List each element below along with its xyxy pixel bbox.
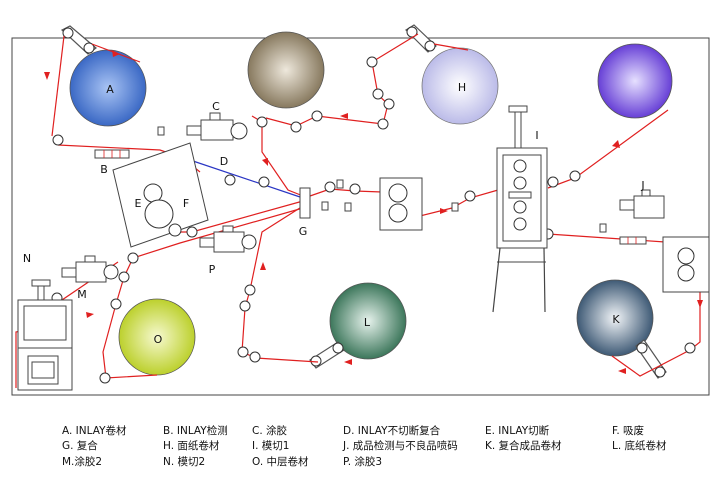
label-a: A xyxy=(106,83,114,96)
legend-item: C. 涂胶 xyxy=(252,424,288,437)
product-inspection-unit-j xyxy=(619,189,665,245)
legend-item: I. 模切1 xyxy=(252,440,289,452)
legend: A. INLAY卷材 B. INLAY检测 C. 涂胶 D. INLAY不切断复… xyxy=(62,424,667,468)
swing-arm-bottom-l xyxy=(309,341,345,369)
arrow-up-icon xyxy=(260,262,266,270)
roll-k-finished xyxy=(576,279,654,357)
roll-l-liner xyxy=(329,282,407,360)
legend-item: A. INLAY卷材 xyxy=(62,424,127,437)
swing-arm-top-left xyxy=(60,25,97,55)
arrow-left-icon xyxy=(340,113,348,119)
inlay-cutting-box xyxy=(112,142,209,248)
guide-blocks xyxy=(157,126,607,233)
label-i: I xyxy=(535,129,538,142)
machine-frame xyxy=(11,37,710,396)
arrow-left-icon xyxy=(344,359,352,365)
legend-item: M.涂胶2 xyxy=(62,455,102,468)
swing-arm-bottom-k xyxy=(635,339,667,379)
label-n: N xyxy=(23,252,31,265)
legend-item: F. 吸废 xyxy=(612,424,644,437)
flow-arrows xyxy=(44,50,703,374)
label-c: C xyxy=(212,100,220,113)
label-e: E xyxy=(135,197,142,210)
inlay-inspection-sensor xyxy=(94,149,130,159)
roll-unlabeled-brown xyxy=(247,31,325,109)
output-nip-box xyxy=(662,236,710,293)
label-k: K xyxy=(612,313,620,326)
legend-item: D. INLAY不切断复合 xyxy=(343,424,441,437)
arrow-right-icon xyxy=(86,312,94,318)
die-cutter-1 xyxy=(492,105,548,313)
gluing-unit-m xyxy=(61,255,119,283)
label-b: B xyxy=(100,163,108,176)
label-h: H xyxy=(458,81,466,94)
label-g: G xyxy=(299,225,308,238)
label-o: O xyxy=(154,333,163,346)
nip-roller-box xyxy=(379,177,423,231)
label-f: F xyxy=(183,197,189,210)
legend-item: L. 底纸卷材 xyxy=(612,439,667,452)
web-purple xyxy=(547,109,669,189)
gluing-unit-c xyxy=(186,112,248,141)
legend-item: K. 复合成品卷材 xyxy=(485,439,562,452)
legend-item: B. INLAY检测 xyxy=(163,424,228,437)
arrow-down-right-icon xyxy=(262,158,268,166)
swing-arm-top-h xyxy=(405,24,437,53)
laminating-station-g xyxy=(299,187,311,219)
web-a-left-drop xyxy=(51,35,65,137)
roll-unlabeled-purple xyxy=(597,43,673,119)
label-l: L xyxy=(364,316,371,329)
arrow-down-icon xyxy=(44,72,50,80)
arrow-left-icon xyxy=(618,368,626,374)
gluing-unit-p xyxy=(199,225,257,253)
label-d: D xyxy=(220,155,228,168)
legend-item: H. 面纸卷材 xyxy=(163,439,220,452)
arrow-right-icon xyxy=(440,208,448,214)
legend-item: N. 模切2 xyxy=(163,456,205,468)
legend-item: P. 涂胶3 xyxy=(343,455,382,468)
arrow-down-left-icon xyxy=(612,140,620,148)
legend-item: G. 复合 xyxy=(62,439,98,452)
inlay-path-d xyxy=(189,159,301,198)
web-h-top xyxy=(433,43,469,51)
arrow-down-icon xyxy=(697,300,703,308)
label-j: J xyxy=(640,179,644,192)
label-m: M xyxy=(77,288,87,301)
die-cutter-2 xyxy=(17,279,73,391)
legend-item: O. 中层卷材 xyxy=(252,455,309,468)
legend-item: J. 成品检测与不良品喷码 xyxy=(342,439,458,452)
label-p: P xyxy=(209,263,216,276)
arrow-right-icon xyxy=(112,50,120,57)
legend-item: E. INLAY切断 xyxy=(485,424,550,437)
